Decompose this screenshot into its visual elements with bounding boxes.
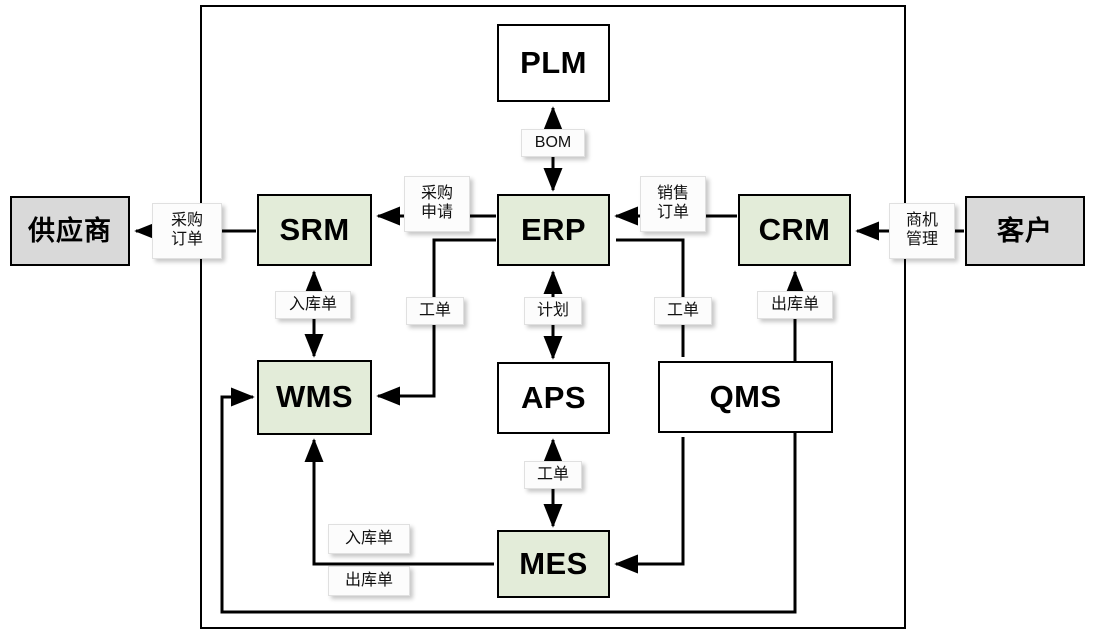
node-wms-label: WMS <box>276 379 353 415</box>
node-plm[interactable]: PLM <box>497 24 610 102</box>
edge-label-outbound-crm: 出库单 <box>757 291 833 319</box>
edge-label-work-order-mes: 工单 <box>524 461 582 489</box>
node-erp[interactable]: ERP <box>497 194 610 266</box>
node-qms[interactable]: QMS <box>658 361 833 433</box>
node-srm[interactable]: SRM <box>257 194 372 266</box>
edge-label-sales-order: 销售 订单 <box>640 176 706 232</box>
node-crm-label: CRM <box>758 211 831 247</box>
enterprise-boundary <box>200 5 906 629</box>
node-customer-label: 客户 <box>997 215 1053 246</box>
node-mes-label: MES <box>519 545 588 581</box>
edge-label-opportunity-mgmt: 商机 管理 <box>889 203 955 259</box>
edge-outbound-loop-to-wms <box>220 387 797 614</box>
edge-label-work-order-left: 工单 <box>406 297 464 325</box>
edge-mes-to-wms-inbound <box>304 438 494 566</box>
edge-label-work-order-right: 工单 <box>654 297 712 325</box>
node-aps[interactable]: APS <box>497 362 610 434</box>
node-wms[interactable]: WMS <box>257 360 372 435</box>
node-srm-label: SRM <box>279 211 350 247</box>
edge-label-inbound-wms-srm: 入库单 <box>275 291 351 319</box>
edge-label-purchase-order: 采购 订单 <box>152 203 222 259</box>
node-crm[interactable]: CRM <box>738 194 851 266</box>
node-mes[interactable]: MES <box>497 530 610 598</box>
node-aps-label: APS <box>521 379 586 415</box>
node-plm-label: PLM <box>520 44 587 80</box>
node-customer[interactable]: 客户 <box>965 196 1085 266</box>
edge-label-inbound-mes-wms: 入库单 <box>328 524 410 554</box>
edge-label-bom: BOM <box>521 129 585 157</box>
edge-label-plan: 计划 <box>524 297 582 325</box>
edge-label-outbound-mes-wms: 出库单 <box>328 566 410 596</box>
edge-qms-to-mes-workorder <box>614 437 685 574</box>
node-qms-label: QMS <box>709 378 782 414</box>
edge-label-purchase-request: 采购 申请 <box>404 176 470 232</box>
node-supplier-label: 供应商 <box>28 215 112 246</box>
node-erp-label: ERP <box>521 211 586 247</box>
node-supplier[interactable]: 供应商 <box>10 196 130 266</box>
